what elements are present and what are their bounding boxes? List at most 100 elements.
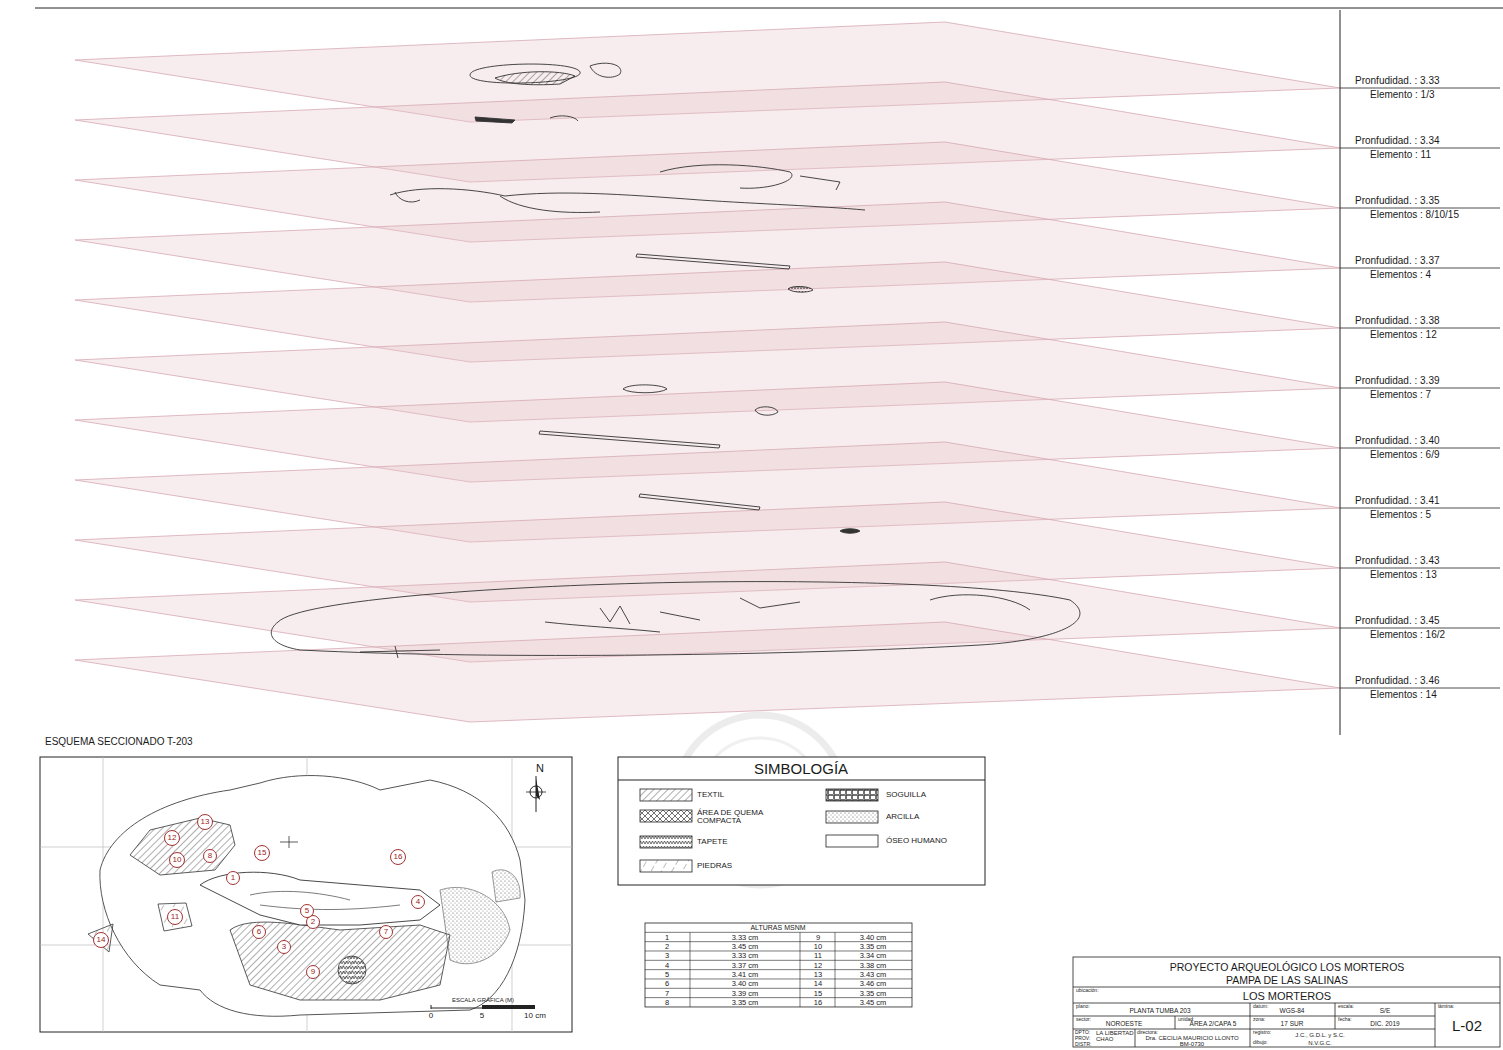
field-value: BM-0730 [1180, 1041, 1204, 1047]
find-drawing [840, 529, 860, 534]
field-value: DIC. 2019 [1370, 1021, 1399, 1028]
field-name: escala: [1338, 1004, 1354, 1009]
depth-leader [1340, 568, 1500, 569]
field-value: ÁREA 2/CAPA 5 [1190, 1021, 1237, 1028]
callout-circle [253, 926, 266, 939]
field-name: PROV: [1075, 1036, 1090, 1041]
field-value: Dra. CECILIA MAURICIO LLONTO [1145, 1035, 1238, 1041]
legend-text: SOGUILLA [886, 791, 926, 799]
table-cell: 8 [665, 999, 669, 1007]
callout-circle [380, 926, 393, 939]
legend-swatch [640, 810, 692, 822]
table-cell: 12 [814, 962, 822, 970]
callout-circle [301, 905, 314, 918]
line-art [1073, 957, 1500, 1047]
field-name: dibujo: [1253, 1040, 1268, 1045]
textile-area [130, 818, 235, 875]
depth-leader [1340, 508, 1500, 509]
field-value: CHAO [1096, 1036, 1113, 1042]
legend-swatches [640, 789, 878, 872]
north-arrow [526, 776, 546, 812]
callout-circle [307, 966, 320, 979]
field-name: plano: [1076, 1004, 1090, 1009]
callout-number: 1 [231, 874, 235, 882]
table-cell: 3.45 cm [732, 943, 759, 951]
line-art [1135, 1029, 1136, 1047]
callout-number: 16 [394, 853, 403, 861]
legend-text: PIEDRAS [697, 862, 732, 870]
table-cell: 3.40 cm [860, 934, 887, 942]
table-cell: 7 [665, 990, 669, 998]
depth-leader [1340, 328, 1500, 329]
table-cell: 3.35 cm [860, 943, 887, 951]
callout-number: 4 [416, 898, 420, 906]
find-drawing [495, 72, 575, 85]
table-cell: 1 [665, 934, 669, 942]
scale-number: 10 cm [524, 1012, 546, 1020]
field-value: J.C., G.D.L. y S.C. [1295, 1032, 1344, 1038]
depth-label: Pronfudidad. : 3.33 [1355, 76, 1440, 86]
legend-swatch [826, 789, 878, 801]
find-drawing [390, 165, 865, 210]
title-block [1073, 957, 1500, 1047]
find-drawing [475, 117, 515, 123]
stone [158, 903, 192, 931]
scale-number: 0 [429, 1012, 433, 1020]
line-art [1073, 1003, 1500, 1004]
section-caption: ESQUEMA SECCIONADO T-203 [45, 737, 193, 747]
table-frame [645, 923, 912, 1007]
field-value: WGS-84 [1280, 1008, 1305, 1015]
human-bone [200, 872, 440, 925]
table-rule [800, 932, 801, 1007]
find-drawing [545, 595, 1030, 632]
table-cell: 4 [665, 962, 669, 970]
callout-circle [255, 846, 270, 861]
depth-plane [75, 622, 1340, 722]
find-drawing [639, 494, 760, 510]
line-art [431, 1005, 432, 1009]
field-name: datum: [1253, 1004, 1268, 1009]
depth-label: Pronfudidad. : 3.39 [1355, 376, 1440, 386]
depth-leader [1340, 628, 1500, 629]
line-art [618, 757, 985, 885]
table-cell: 3.43 cm [860, 971, 887, 979]
table-cell: 3.34 cm [860, 952, 887, 960]
element-label: Elementos : 5 [1370, 510, 1431, 520]
legend-text: TEXTIL [697, 791, 724, 799]
table-cell: 3 [665, 952, 669, 960]
table-cell: 11 [814, 952, 822, 960]
field-value: LA LIBERTAD [1096, 1030, 1133, 1036]
callout-number: 3 [282, 943, 286, 951]
legend-swatch [640, 789, 692, 801]
element-label: Elementos : 12 [1370, 330, 1437, 340]
find-drawing [271, 582, 1080, 656]
find-drawing [590, 63, 621, 77]
callout-number: 11 [171, 913, 179, 921]
legend-title: SIMBOLOGÍA [754, 761, 848, 776]
legend-text: ARCILLA [886, 813, 919, 821]
find-drawing [623, 385, 667, 393]
north-letter: N [536, 763, 544, 774]
depth-leader [1340, 88, 1500, 89]
element-label: Elemento : 11 [1370, 150, 1431, 160]
callout-number: 13 [201, 818, 210, 826]
stone [88, 924, 113, 952]
table-cell: 3.35 cm [860, 990, 887, 998]
legend-text: ÓSEO HUMANO [886, 837, 947, 845]
depth-label: Pronfudidad. : 3.34 [1355, 136, 1440, 146]
element-label: Elementos : 6/9 [1370, 450, 1439, 460]
legend-text: ÁREA DE QUEMA COMPACTA [697, 809, 807, 825]
table-cell: 3.33 cm [732, 934, 759, 942]
sheet-border [35, 8, 1503, 9]
find-drawing [395, 192, 600, 212]
table-cell: 3.40 cm [732, 980, 759, 988]
depth-label: Pronfudidad. : 3.35 [1355, 196, 1440, 206]
legend-swatch [826, 811, 878, 823]
depth-leader [1340, 268, 1500, 269]
element-label: Elementos : 14 [1370, 690, 1437, 700]
callout-circle [165, 831, 180, 846]
line-art [482, 1005, 535, 1009]
depth-leaders [1340, 88, 1500, 688]
